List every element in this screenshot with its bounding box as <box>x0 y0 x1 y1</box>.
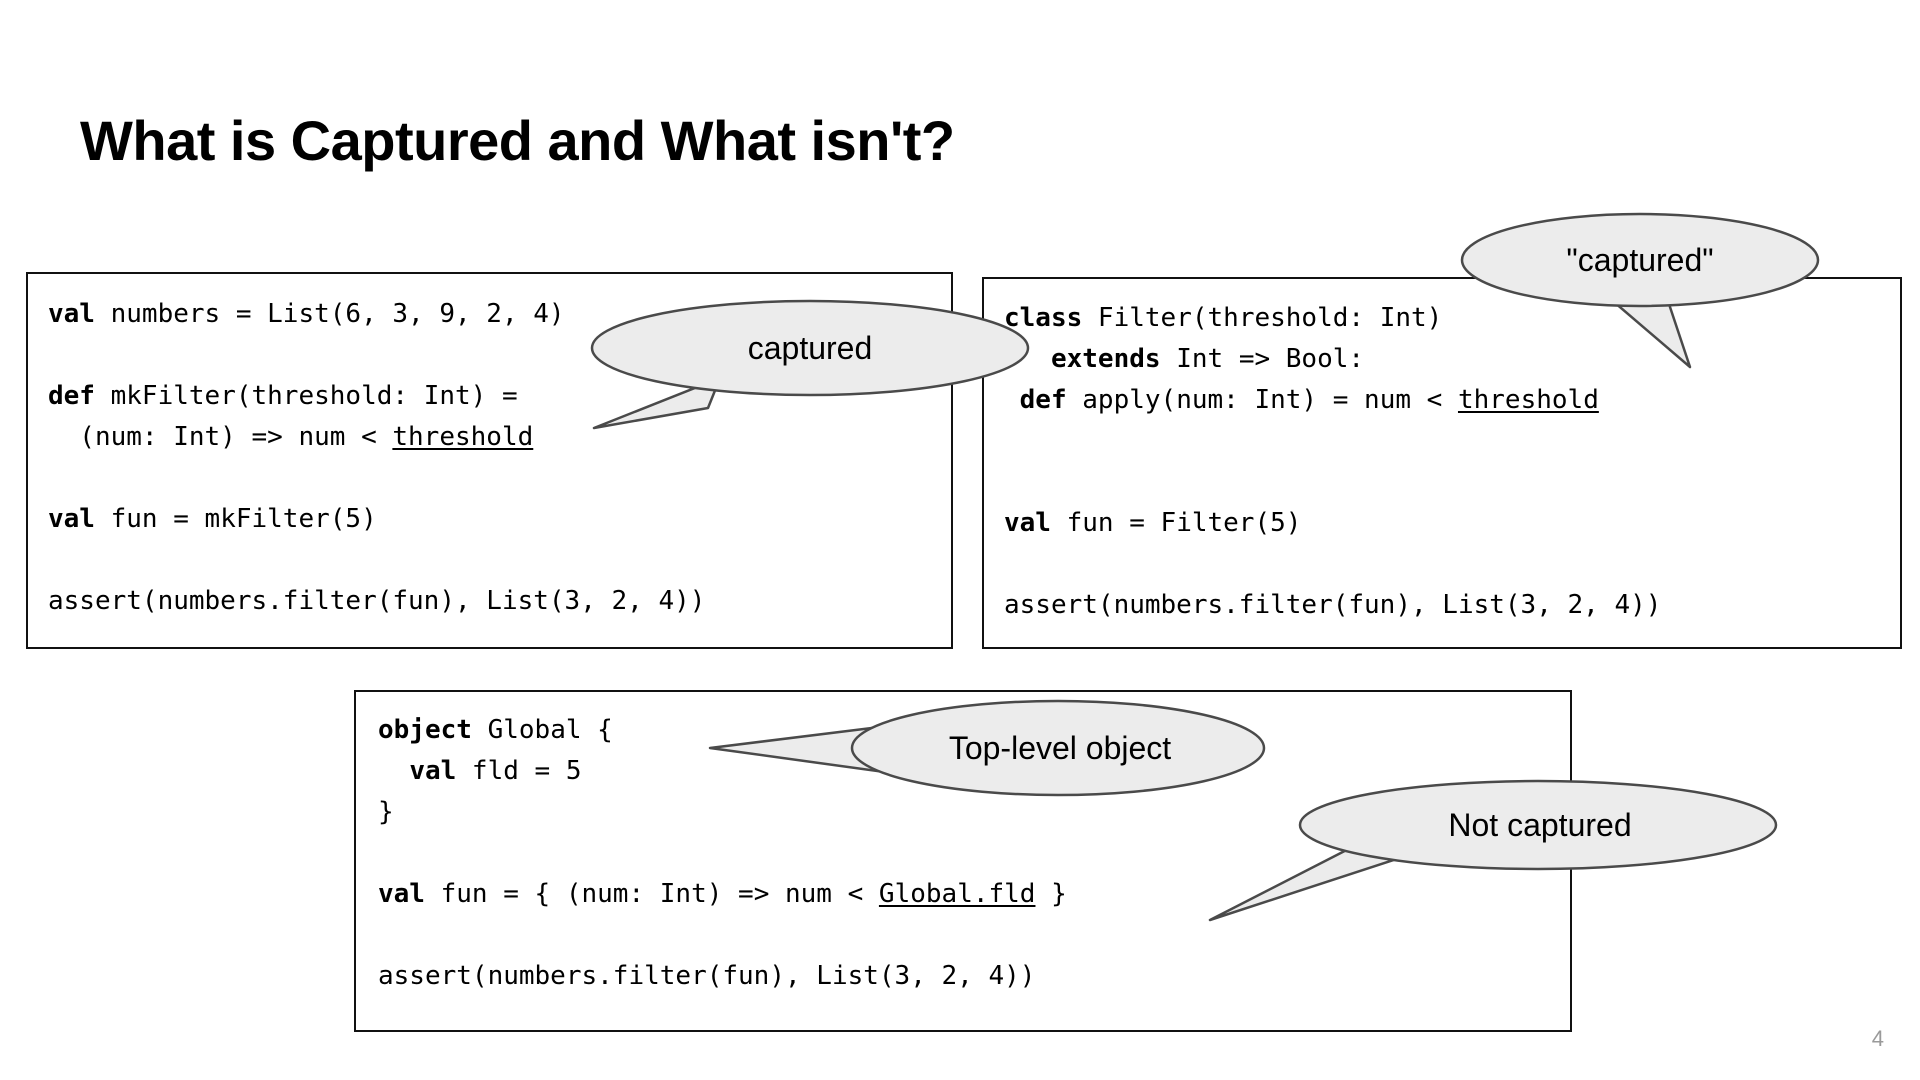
callout-bubble-icon <box>590 299 1030 397</box>
callout-bubble-icon <box>1460 212 1820 308</box>
callout-bubble-icon <box>1298 779 1778 871</box>
callout-captured-closure-label: captured <box>747 330 873 366</box>
page-title: What is Captured and What isn't? <box>80 109 955 172</box>
callout-captured-class: "captured" <box>1460 212 1860 442</box>
callout-not-captured-label: Not captured <box>1448 807 1632 843</box>
callout-top-level-object-label: Top-level object <box>948 730 1172 766</box>
code-text-closure: val numbers = List(6, 3, 9, 2, 4) def mk… <box>48 299 706 616</box>
code-text-global: object Global { val fld = 5 } val fun = … <box>378 715 1067 991</box>
page-number: 4 <box>1871 1026 1884 1051</box>
callout-not-captured: Not captured <box>1208 779 1800 1000</box>
callout-bubble-icon <box>850 699 1266 797</box>
callout-top-level-object: Top-level object <box>708 699 1290 920</box>
callout-tail-icon <box>592 376 722 430</box>
code-block-class-example: class Filter(threshold: Int) extends Int… <box>982 277 1902 649</box>
code-text-class: class Filter(threshold: Int) extends Int… <box>1004 303 1662 620</box>
callout-captured-class-label: "captured" <box>1566 242 1714 278</box>
callout-captured-closure: captured <box>590 299 1050 530</box>
